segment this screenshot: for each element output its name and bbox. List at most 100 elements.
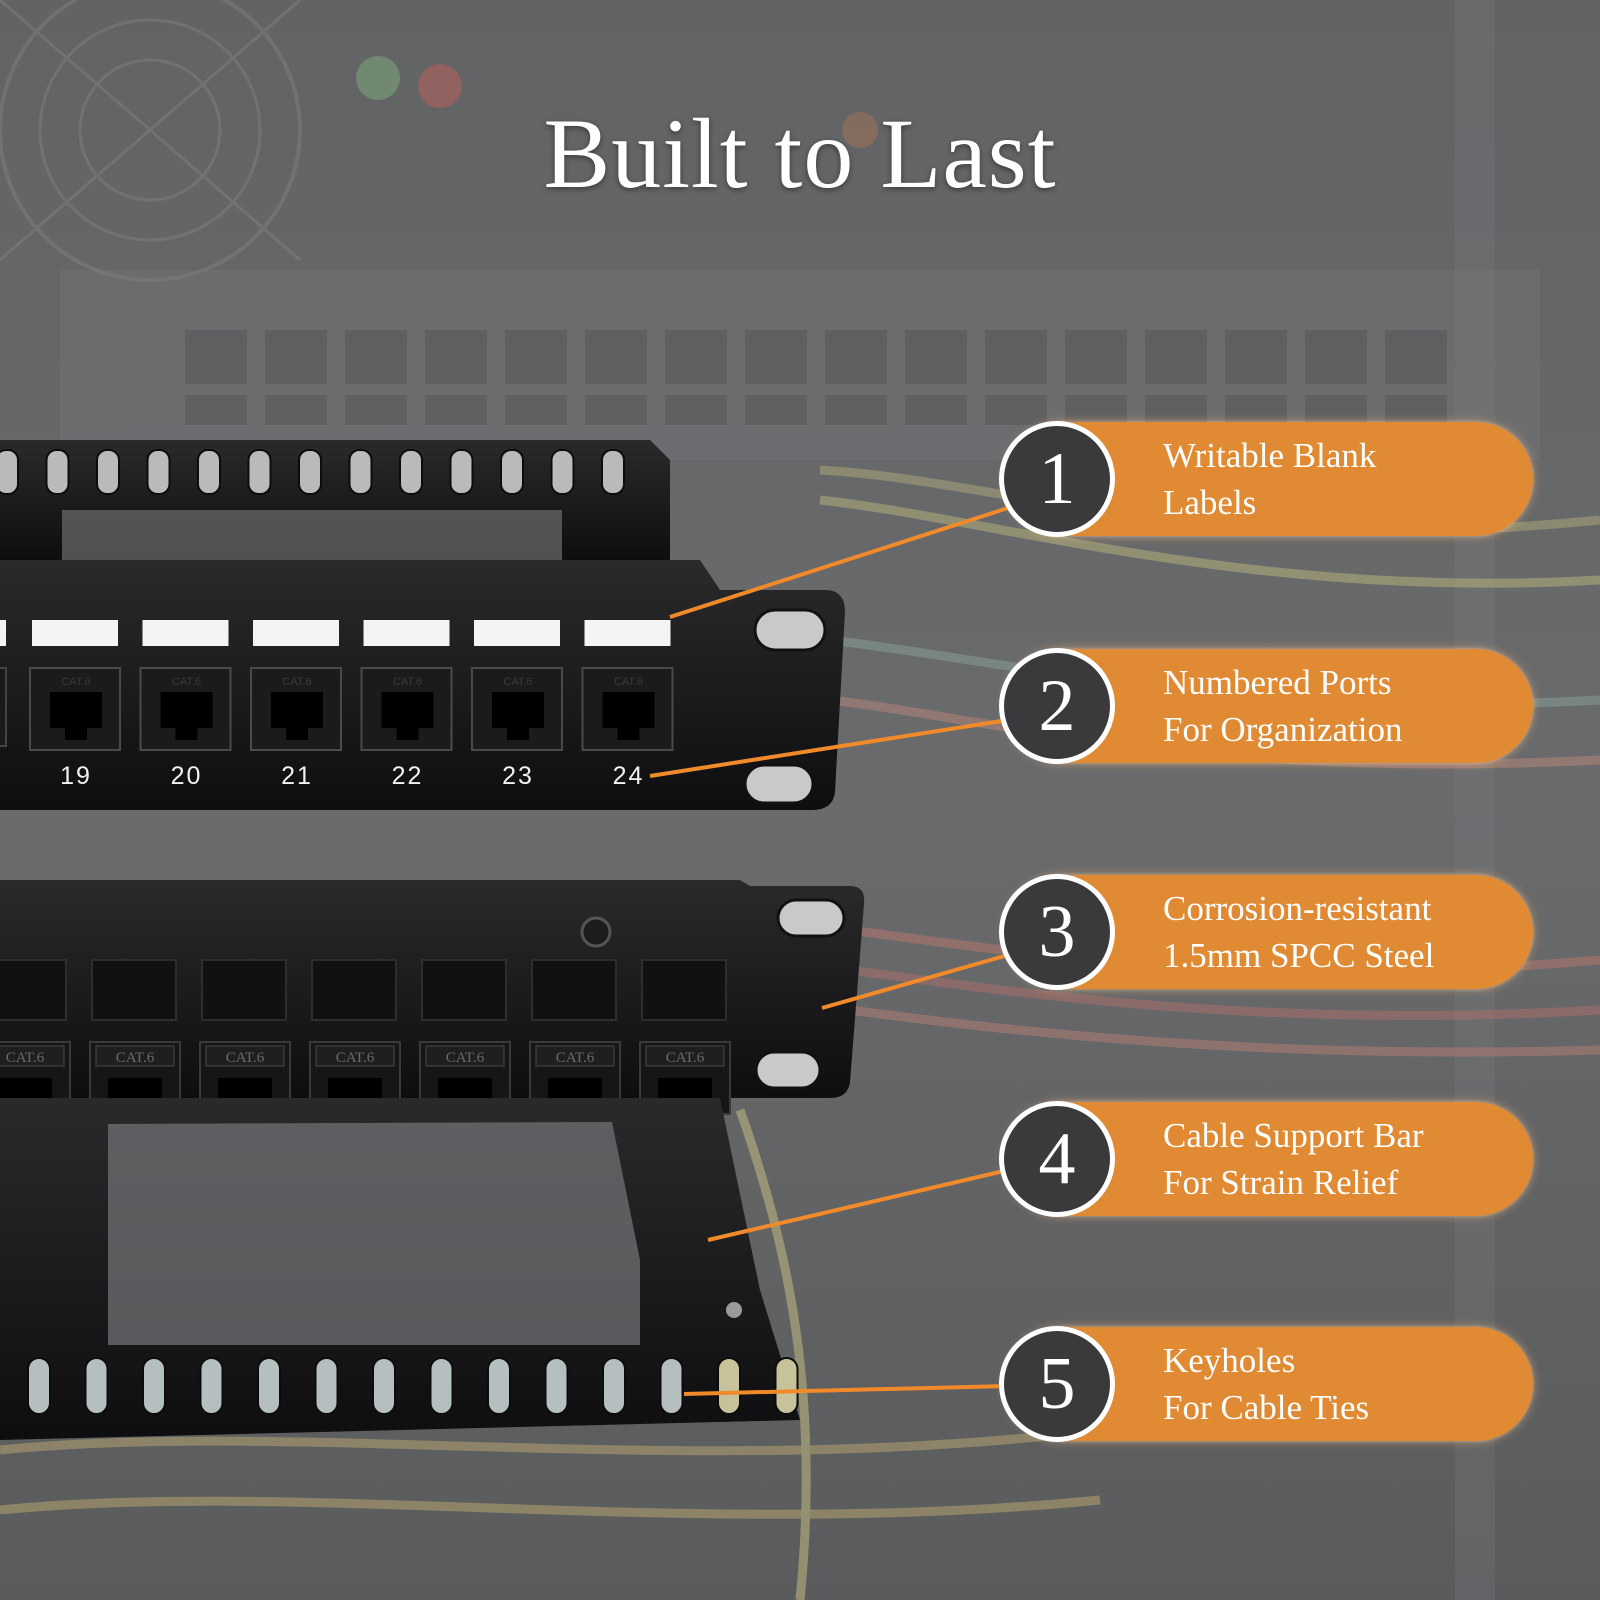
tray-slot bbox=[500, 449, 524, 495]
keyhole-slot bbox=[659, 1357, 684, 1415]
jack-label-plate bbox=[95, 1045, 175, 1067]
background-port bbox=[905, 330, 967, 384]
blank-label bbox=[474, 620, 560, 646]
port-number: 24 bbox=[613, 762, 645, 790]
tray-slot bbox=[550, 449, 575, 495]
jack-label: CAT.6 bbox=[503, 676, 532, 688]
blank-label bbox=[584, 620, 671, 646]
blank-label bbox=[0, 620, 6, 646]
front-ports: CAT.619CAT.620CAT.621CAT.622CAT.623CAT.6… bbox=[0, 620, 674, 790]
keystone-jack bbox=[91, 959, 177, 1021]
callout-line: For Strain Relief bbox=[1163, 1163, 1399, 1202]
jack-label-plate bbox=[425, 1045, 505, 1067]
rj45-socket bbox=[50, 692, 102, 740]
keyhole-slot bbox=[717, 1357, 741, 1415]
background-led-red bbox=[418, 64, 462, 108]
upper-ear-hole-top bbox=[753, 608, 827, 652]
keyhole-slot bbox=[429, 1357, 454, 1415]
jack-label: CAT.6 bbox=[336, 1050, 375, 1066]
tray-slot bbox=[45, 449, 70, 495]
background-port bbox=[585, 330, 647, 384]
background-port bbox=[1225, 395, 1287, 425]
blank-label bbox=[32, 620, 118, 646]
background-port bbox=[665, 395, 727, 425]
upper-tray-window bbox=[62, 510, 562, 560]
keystone-jack bbox=[201, 959, 287, 1021]
jack-label-plate bbox=[535, 1045, 615, 1067]
tray-slot bbox=[96, 449, 120, 495]
keystone-jack bbox=[531, 959, 617, 1021]
callout-badge: 1 bbox=[999, 421, 1115, 537]
background-port bbox=[345, 330, 407, 384]
background-switch-ports bbox=[185, 330, 1447, 425]
jack-label: CAT.6 bbox=[614, 676, 643, 688]
jack-label-plate bbox=[645, 1045, 725, 1067]
jack-label: CAT.6 bbox=[556, 1050, 595, 1066]
leader-line-3 bbox=[821, 953, 1009, 1010]
background-port bbox=[585, 395, 647, 425]
tray-slot bbox=[298, 449, 322, 495]
port-number: 20 bbox=[171, 762, 203, 790]
rj45-socket bbox=[381, 692, 434, 740]
jack-label-plate bbox=[315, 1045, 395, 1067]
upper-ear-hole-bottom bbox=[743, 763, 815, 805]
leader-line-4 bbox=[707, 1168, 1009, 1242]
callout-line: Cable Support Bar bbox=[1163, 1116, 1424, 1155]
upper-tray-slots bbox=[0, 449, 625, 495]
background-port bbox=[825, 330, 887, 384]
support-bar-window bbox=[108, 1122, 640, 1345]
leader-line-1 bbox=[669, 506, 1009, 619]
keystone-jack bbox=[641, 959, 727, 1021]
keyhole-slot bbox=[314, 1357, 339, 1415]
background-port bbox=[1065, 330, 1127, 384]
callout-badge: 4 bbox=[999, 1101, 1115, 1217]
keystone-jack bbox=[311, 959, 397, 1021]
background-port bbox=[745, 395, 807, 425]
keyhole-slot bbox=[27, 1357, 51, 1415]
background-led-green bbox=[356, 56, 400, 100]
background-port bbox=[345, 395, 407, 425]
background-fan bbox=[0, 0, 302, 282]
background-port bbox=[185, 330, 247, 384]
background-port bbox=[1385, 395, 1447, 425]
background-port bbox=[185, 395, 247, 425]
callout-text: Writable Blank Labels bbox=[1163, 432, 1513, 526]
background-port bbox=[1305, 330, 1367, 384]
blank-label bbox=[253, 620, 339, 646]
tray-slot bbox=[348, 449, 373, 495]
jack-label: CAT.6 bbox=[393, 676, 422, 688]
tray-slot bbox=[399, 449, 423, 495]
background-port bbox=[745, 330, 807, 384]
tray-slot bbox=[247, 449, 272, 495]
callout-4: 4 Cable Support Bar For Strain Relief bbox=[999, 1101, 1533, 1217]
callout-line: 1.5mm SPCC Steel bbox=[1163, 936, 1435, 975]
callout-1: 1 Writable Blank Labels bbox=[999, 421, 1533, 537]
callout-line: Numbered Ports bbox=[1163, 663, 1392, 702]
background-port bbox=[1225, 330, 1287, 384]
keyhole-slot bbox=[199, 1357, 224, 1415]
callout-5: 5 Keyholes For Cable Ties bbox=[999, 1326, 1533, 1442]
lower-ear-hole-bottom bbox=[754, 1050, 822, 1090]
tray-slot bbox=[197, 449, 221, 495]
jack-label: CAT.6 bbox=[6, 1050, 45, 1066]
blank-label bbox=[363, 620, 450, 646]
callout-badge: 2 bbox=[999, 648, 1115, 764]
jack-label: CAT.6 bbox=[446, 1050, 485, 1066]
blank-label bbox=[142, 620, 229, 646]
callout-line: Corrosion-resistant bbox=[1163, 889, 1432, 928]
background-port bbox=[1065, 395, 1127, 425]
callout-badge: 5 bbox=[999, 1326, 1115, 1442]
background-port bbox=[1145, 330, 1207, 384]
callout-text: Numbered Ports For Organization bbox=[1163, 659, 1513, 753]
keyhole-slot bbox=[487, 1357, 511, 1415]
callout-line: For Cable Ties bbox=[1163, 1388, 1370, 1427]
keyhole-slot bbox=[774, 1357, 799, 1415]
rj45-socket bbox=[271, 692, 323, 740]
jack-label: CAT.6 bbox=[61, 676, 90, 688]
jack-label: CAT.6 bbox=[116, 1050, 155, 1066]
rj45-port bbox=[0, 667, 7, 747]
rear-screw bbox=[580, 916, 612, 948]
jack-label: CAT.6 bbox=[226, 1050, 265, 1066]
callout-line: Labels bbox=[1163, 483, 1257, 522]
